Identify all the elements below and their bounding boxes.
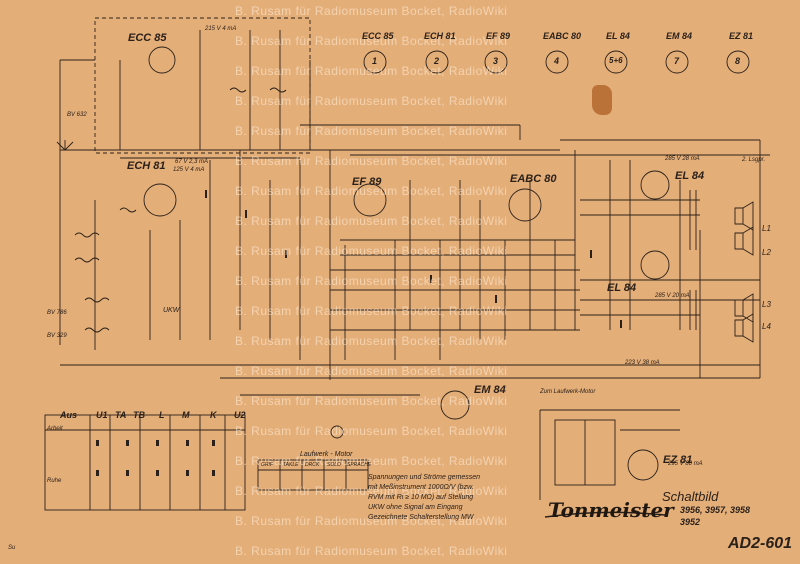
watermark-line: B. Rusam für Radiomuseum Bocket, RadioWi… <box>235 184 508 198</box>
voltage-label: 67 V 2,3 mA <box>175 159 209 165</box>
watermark-line: B. Rusam für Radiomuseum Bocket, RadioWi… <box>235 514 508 528</box>
voltage-label: 223 V 38 mA <box>625 360 660 366</box>
pin-number-3: 3 <box>493 56 499 66</box>
motor-table-cell: SOLO <box>327 462 341 468</box>
pin-number-7: 7 <box>674 56 680 66</box>
coil-label: BV 786 <box>47 310 67 316</box>
pinout-label-eabc80: EABC 80 <box>543 31 582 41</box>
note-line: Spannungen und Ströme gemessen <box>368 474 481 481</box>
paper-stain <box>592 85 612 115</box>
side-label-ruhe: Ruhe <box>47 478 62 484</box>
pin-number-1: 1 <box>372 56 378 66</box>
tube-label-el84-b: EL 84 <box>607 282 637 294</box>
tube-label-ech81: ECH 81 <box>127 160 166 172</box>
pinout-label-ech81: ECH 81 <box>424 31 456 41</box>
tube-label-ecc85: ECC 85 <box>128 32 167 44</box>
switch-label-tb: TB <box>133 410 145 420</box>
switch-label-m: M <box>182 410 190 420</box>
watermark-line: B. Rusam für Radiomuseum Bocket, RadioWi… <box>235 94 508 108</box>
watermark-line: B. Rusam für Radiomuseum Bocket, RadioWi… <box>235 274 508 288</box>
tube-label-eabc80: EABC 80 <box>510 173 557 185</box>
speaker-label: 2. Lsgpr. <box>742 157 766 163</box>
coil-label: BV 329 <box>47 333 67 339</box>
watermark-line: B. Rusam für Radiomuseum Bocket, RadioWi… <box>235 34 508 48</box>
note-line: Gezeichnete Schalterstellung MW <box>368 514 474 521</box>
switch-label-aus: Aus <box>60 410 78 420</box>
motor-top-label: Zum Laufwerk-Motor <box>540 389 596 395</box>
switch-label-ta: TA <box>115 410 127 420</box>
watermark-line: B. Rusam für Radiomuseum Bocket, RadioWi… <box>235 4 508 18</box>
pinout-label-el84: EL 84 <box>606 31 630 41</box>
voltage-label: 295 V 80 mA <box>668 461 703 467</box>
motor-label: Laufwerk - Motor <box>300 451 353 458</box>
pinout-label-em84: EM 84 <box>666 31 693 41</box>
watermark-line: B. Rusam für Radiomuseum Bocket, RadioWi… <box>235 64 508 78</box>
tube-label-em84: EM 84 <box>474 384 506 396</box>
coil-label: BV 632 <box>67 112 87 118</box>
model-numbers: 3956, 3957, 3958 <box>680 505 751 515</box>
watermark-line: B. Rusam für Radiomuseum Bocket, RadioWi… <box>235 214 508 228</box>
corner-mark: Su <box>8 545 16 551</box>
watermark-line: B. Rusam für Radiomuseum Bocket, RadioWi… <box>235 304 508 318</box>
watermark-line: B. Rusam für Radiomuseum Bocket, RadioWi… <box>235 484 508 498</box>
document-code: AD2-601 <box>728 535 793 552</box>
motor-table-cell: SPRACHE <box>347 462 372 468</box>
side-label-arbeit: Arbeit <box>47 426 63 432</box>
ukw-label: UKW <box>163 307 180 314</box>
watermark-line: B. Rusam für Radiomuseum Bocket, RadioWi… <box>235 364 508 378</box>
watermark-line: B. Rusam für Radiomuseum Bocket, RadioWi… <box>235 154 508 168</box>
speaker-label: L2 <box>762 248 771 257</box>
speaker-label: L1 <box>762 224 771 233</box>
switch-label-u1: U1 <box>96 410 108 420</box>
motor-table-cell: TAKLE <box>283 462 299 468</box>
tube-label-el84-a: EL 84 <box>675 170 705 182</box>
brand-logo: Tonmeister <box>548 498 674 522</box>
watermark-line: B. Rusam für Radiomuseum Bocket, RadioWi… <box>235 394 508 408</box>
watermark-line: B. Rusam für Radiomuseum Bocket, RadioWi… <box>235 334 508 348</box>
switch-label-k: K <box>210 410 217 420</box>
note-line: RVM mit Ri ≥ 10 MΩ) auf Stellung <box>368 494 474 501</box>
tube-label-ef89: EF 89 <box>352 176 382 188</box>
voltage-label: 285 V 28 mA <box>665 156 700 162</box>
pin-number-2: 2 <box>434 56 440 66</box>
pinout-label-ef89: EF 89 <box>486 31 511 41</box>
pin-number-4: 4 <box>554 56 560 66</box>
watermark-line: B. Rusam für Radiomuseum Bocket, RadioWi… <box>235 544 508 558</box>
pinout-label-ez81: EZ 81 <box>729 31 754 41</box>
note-line: UKW ohne Signal am Eingang <box>368 504 463 511</box>
note-line: mit Meßinstrument 1000Ω/V (bzw. <box>368 484 474 491</box>
speaker-label: L4 <box>762 322 771 331</box>
tube-label-ez81: EZ 81 <box>663 454 693 466</box>
model-numbers: 3952 <box>680 517 701 527</box>
watermark-line: B. Rusam für Radiomuseum Bocket, RadioWi… <box>235 424 508 438</box>
speaker-label: L3 <box>762 300 771 309</box>
pin-number-8: 8 <box>735 56 741 66</box>
motor-table-cell: GRIF <box>261 462 273 468</box>
voltage-label: 285 V 20 mA <box>655 293 690 299</box>
watermark-line: B. Rusam für Radiomuseum Bocket, RadioWi… <box>235 124 508 138</box>
switch-label-l: L <box>159 410 165 420</box>
pinout-label-ecc85: ECC 85 <box>362 31 394 41</box>
schaltbild-label: Schaltbild <box>662 489 719 504</box>
voltage-label: 215 V 4 mA <box>205 26 237 32</box>
motor-table-cell: DRCK <box>305 462 320 468</box>
switch-label-u2: U2 <box>234 410 246 420</box>
watermark-line: B. Rusam für Radiomuseum Bocket, RadioWi… <box>235 454 508 468</box>
voltage-label: 125 V 4 mA <box>173 167 205 173</box>
pin-number-5-6: 5+6 <box>609 56 623 65</box>
watermark-line: B. Rusam für Radiomuseum Bocket, RadioWi… <box>235 244 508 258</box>
